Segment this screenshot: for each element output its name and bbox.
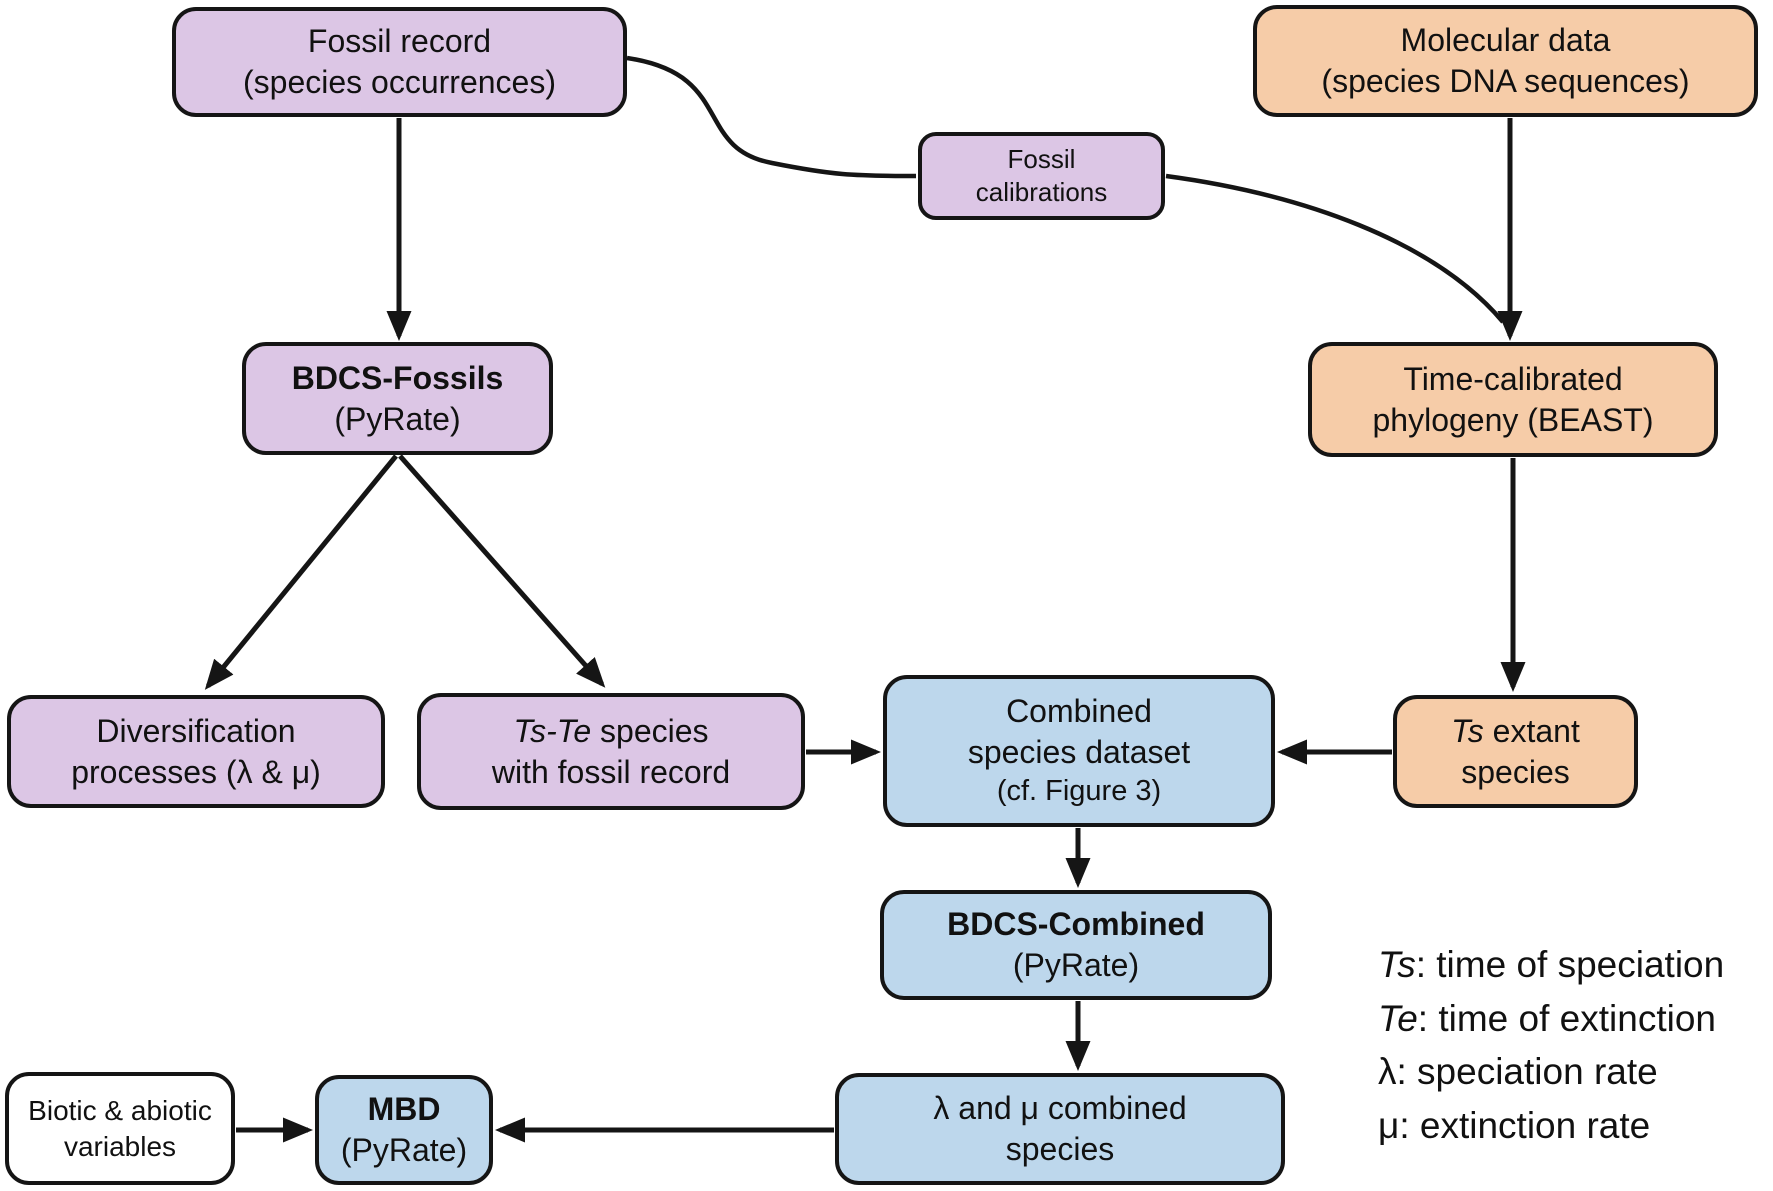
legend-item-mu: μ: extinction rate (1378, 1099, 1724, 1153)
node-label: Time-calibrated (1403, 360, 1623, 397)
node-label: Ts extant (1451, 712, 1580, 749)
node-bdcs-combined: BDCS-Combined (PyRate) (880, 890, 1272, 1000)
node-label: Ts-Te species (513, 712, 709, 749)
legend-term: λ (1378, 1051, 1397, 1093)
node-label: MBD (367, 1091, 441, 1128)
node-label-italic: Ts-Te (513, 712, 592, 749)
node-label: (species occurrences) (243, 64, 556, 100)
node-ts-te-species: Ts-Te species with fossil record (417, 693, 805, 810)
legend-definition: : time of speciation (1415, 944, 1725, 985)
node-label-italic: Ts (1451, 712, 1484, 749)
node-label: species dataset (967, 734, 1191, 771)
node-label: Combined (1006, 693, 1152, 730)
node-fossil-calibrations: Fossil calibrations (918, 132, 1165, 220)
node-label: (PyRate) (1012, 947, 1140, 983)
node-bdcs-fossils: BDCS-Fossils (PyRate) (242, 342, 553, 455)
arrow-bdcs-fossils-to-ts-te-species (398, 454, 606, 688)
node-label: Biotic & abiotic (28, 1094, 212, 1126)
node-label: BDCS-Combined (947, 906, 1205, 943)
node-mbd: MBD (PyRate) (315, 1075, 493, 1185)
legend-term: Te (1378, 997, 1418, 1039)
legend-term: Ts (1378, 944, 1416, 985)
node-label: (cf. Figure 3) (996, 775, 1162, 808)
node-label: with fossil record (491, 753, 731, 790)
node-time-calibrated-phylogeny: Time-calibrated phylogeny (BEAST) (1308, 342, 1718, 457)
node-diversification-processes: Diversification processes (λ & μ) (7, 695, 385, 808)
node-fossil-record: Fossil record (species occurrences) (172, 7, 627, 117)
legend: Ts: time of speciation Te: time of extin… (1378, 938, 1724, 1153)
node-lambda-mu-combined-species: λ and μ combined species (835, 1073, 1285, 1185)
node-molecular-data: Molecular data (species DNA sequences) (1253, 5, 1758, 117)
node-label: variables (63, 1130, 177, 1162)
node-label: calibrations (975, 177, 1108, 207)
node-label: Fossil (1007, 143, 1076, 174)
node-biotic-abiotic-variables: Biotic & abiotic variables (5, 1072, 235, 1185)
node-label: (PyRate) (340, 1132, 468, 1168)
node-label: (PyRate) (334, 400, 461, 437)
legend-item-te: Te: time of extinction (1378, 992, 1724, 1046)
legend-definition: : time of extinction (1417, 997, 1716, 1039)
node-label: phylogeny (BEAST) (1372, 401, 1654, 438)
legend-term: μ (1378, 1104, 1400, 1146)
node-label: λ and μ combined (933, 1090, 1187, 1127)
node-label: processes (λ & μ) (71, 753, 321, 790)
legend-definition: : extinction rate (1399, 1104, 1651, 1146)
node-label: Diversification (96, 712, 296, 749)
arrow-bdcs-fossils-to-diversification-processes (204, 454, 398, 690)
legend-definition: : speciation rate (1396, 1051, 1658, 1093)
legend-item-ts: Ts: time of speciation (1378, 938, 1724, 992)
arrow-fossil-calibrations-to-time-calibrated-phylogeny (1165, 173, 1505, 324)
node-ts-extant-species: Ts extant species (1393, 695, 1638, 808)
node-label: BDCS-Fossils (291, 359, 504, 396)
connector-fossil-record-to-fossil-calibrations (626, 55, 917, 179)
legend-item-lambda: λ: speciation rate (1378, 1045, 1724, 1099)
node-combined-species-dataset: Combined species dataset (cf. Figure 3) (883, 675, 1275, 827)
node-label: species (1461, 753, 1570, 790)
node-label: species (1005, 1131, 1115, 1167)
node-label: Molecular data (1400, 22, 1611, 59)
node-label: (species DNA sequences) (1321, 63, 1690, 99)
node-label: Fossil record (307, 23, 492, 60)
